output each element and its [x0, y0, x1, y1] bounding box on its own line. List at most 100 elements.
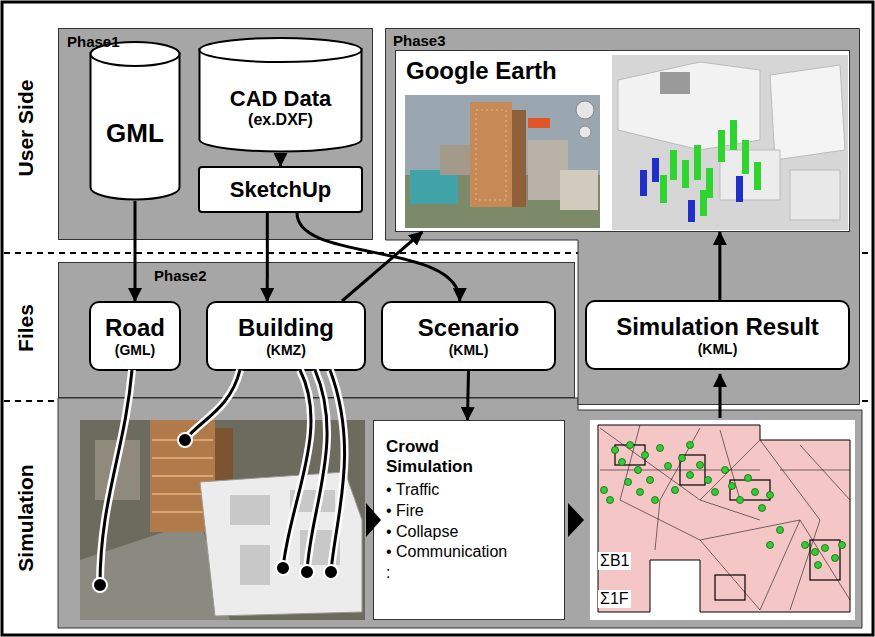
- city-screenshot: [470, 102, 512, 207]
- text-group: Crowd Simulation • Traffic• Fire• Collaps…: [386, 437, 556, 584]
- city-model-image: [152, 457, 213, 459]
- node-title: Crowd Simulation: [386, 437, 496, 476]
- data-feed-line: [300, 565, 314, 579]
- node-text: • Collapse: [386, 522, 556, 543]
- data-feed-line: [100, 370, 345, 585]
- city-model-image: [152, 475, 213, 477]
- phase-panel: Phase1GMLCAD Data(ex.DXF)SketchUp: [58, 28, 373, 240]
- node-text: (KML): [449, 342, 489, 358]
- floorplan-image: [601, 442, 846, 569]
- floorplan-image: [601, 487, 608, 494]
- node-title: Phase2: [154, 267, 207, 284]
- city-screenshot: [512, 110, 526, 207]
- text-group: Phase2: [154, 267, 207, 284]
- data-feed-line: [93, 370, 345, 592]
- floorplan-image: [752, 489, 759, 496]
- flow-arrow: [134, 201, 137, 301]
- crowd-screenshot: [736, 176, 743, 202]
- file-box: Simulation Result(KML): [585, 300, 850, 370]
- city-screenshot: [528, 118, 550, 128]
- row-label: User Side: [14, 80, 38, 177]
- floorplan-image: [832, 555, 839, 562]
- city-screenshot: [410, 170, 458, 204]
- file-box: Scenario(KML): [381, 301, 556, 371]
- floorplan-image: [665, 463, 672, 470]
- data-feed-line: [185, 370, 240, 440]
- floorplan-image: [715, 575, 745, 600]
- data-feed-line: [283, 370, 311, 568]
- node-text: (KML): [698, 341, 738, 357]
- data-feed-line: [93, 433, 338, 592]
- flow-triangle: [366, 503, 381, 537]
- node-text: :: [386, 563, 556, 584]
- floorplan-image: [600, 425, 850, 610]
- node-text: (ex.DXF): [248, 111, 313, 129]
- node-text: (GML): [115, 342, 155, 358]
- text-group: SketchUp: [200, 168, 361, 211]
- floor-label: Σ1F: [598, 590, 631, 608]
- floorplan-image: [705, 477, 712, 484]
- crowd-screenshot: [682, 160, 689, 188]
- flow-arrow: [266, 213, 269, 301]
- city-model-image: [230, 495, 270, 525]
- data-feed-line: [93, 578, 107, 592]
- node-title: Google Earth: [406, 57, 557, 85]
- floorplan-image: [712, 489, 719, 496]
- floorplan-image: [745, 475, 752, 482]
- node-title: SketchUp: [230, 177, 331, 202]
- city-screenshot: [440, 145, 470, 175]
- floorplan-image: [607, 497, 614, 504]
- text-group: Scenario(KML): [383, 303, 554, 369]
- crowd-screenshot: [618, 62, 760, 150]
- text-group: Simulation Result(KML): [587, 302, 848, 368]
- crowd-screenshot: [742, 140, 749, 174]
- cylinder-body: [91, 53, 180, 200]
- node-title: Scenario: [418, 314, 519, 342]
- node-title: Simulation Result: [616, 313, 819, 341]
- floorplan-image: [642, 452, 649, 459]
- floorplan-image: [687, 442, 694, 449]
- node-text: (KMZ): [266, 342, 306, 358]
- floorplan-image: [767, 542, 774, 549]
- floorplan-image: [619, 459, 626, 466]
- data-feed-line: [178, 433, 192, 447]
- floorplan-image: [777, 527, 784, 534]
- floorplan-image: [637, 489, 644, 496]
- floorplan-image: [679, 455, 686, 462]
- floorplan-image: [815, 562, 822, 569]
- text-group: Building(KMZ): [208, 303, 364, 369]
- data-feed-line: [307, 370, 327, 572]
- data-cylinder: CAD Data(ex.DXF): [198, 37, 363, 153]
- crowd-screenshot: [640, 158, 743, 222]
- crowd-screenshot: [688, 200, 695, 222]
- floorplan-image: [767, 492, 774, 499]
- floorplan-image: [615, 445, 840, 600]
- process-box: Crowd Simulation • Traffic• Fire• Collaps…: [373, 420, 565, 620]
- crowd-screenshot: [790, 170, 840, 220]
- text-group: Road(GML): [91, 303, 179, 369]
- floorplan-image: [822, 545, 829, 552]
- flow-triangle: [366, 503, 584, 537]
- city-screenshot: [405, 95, 600, 228]
- floorplan-image: [625, 479, 632, 486]
- node-text: • Traffic: [386, 480, 556, 501]
- flow-triangle: [568, 503, 584, 537]
- floorplan-image: [812, 549, 819, 556]
- city-screenshot: [579, 126, 591, 138]
- data-cylinder: GML: [89, 41, 181, 201]
- file-box: Building(KMZ): [206, 301, 366, 371]
- node-text: • Fire: [386, 501, 556, 522]
- data-feed-line: [100, 370, 345, 585]
- node-title: Phase3: [393, 32, 446, 49]
- crowd-screenshot: [612, 55, 848, 230]
- city-screenshot: [576, 101, 594, 119]
- result-arrow: [719, 374, 722, 418]
- data-feed-line: [283, 370, 311, 568]
- floorplan-image: [759, 505, 766, 512]
- floorplan-image: [627, 442, 634, 449]
- text-group: Google Earth: [406, 57, 557, 85]
- crowd-screenshot: [700, 190, 707, 216]
- city-model-image: [240, 545, 270, 585]
- node-title: CAD Data: [230, 86, 331, 111]
- floor-label: ΣB1: [598, 552, 631, 570]
